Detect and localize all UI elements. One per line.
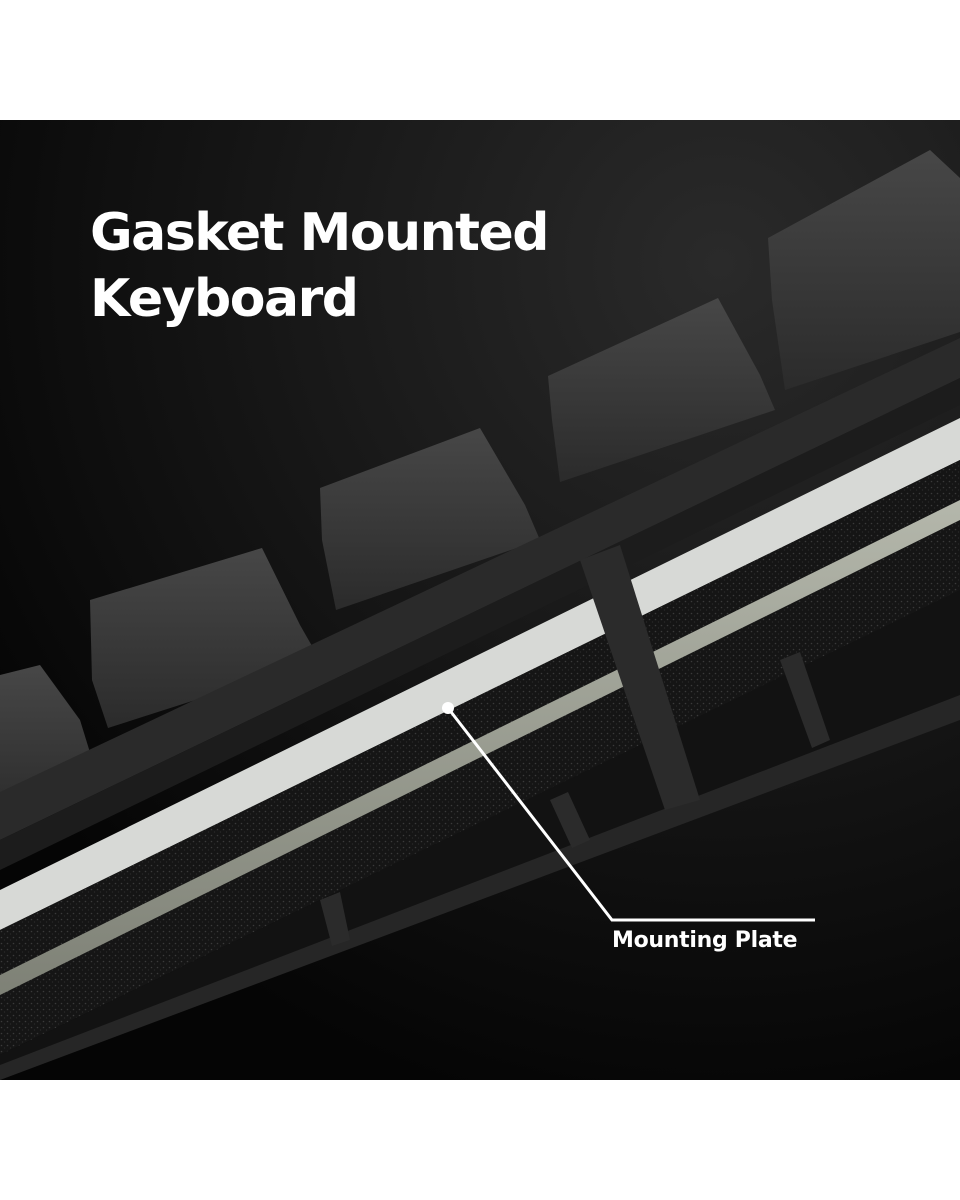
- keycap: [90, 548, 320, 728]
- bottom-case: [0, 590, 960, 1080]
- headline: Gasket Mounted Keyboard: [90, 200, 550, 332]
- support-post: [580, 545, 700, 810]
- top-frame-edge: [0, 378, 960, 870]
- product-image-panel: Gasket Mounted Keyboard Mounting Plate: [0, 120, 960, 1080]
- callout-label: Mounting Plate: [612, 928, 798, 953]
- keycap: [548, 298, 775, 482]
- support-posts: [320, 545, 830, 946]
- keyboard-cross-section-render: [0, 120, 960, 1080]
- callout-line: [446, 707, 815, 922]
- pcb-layer: [0, 418, 960, 930]
- support-post: [780, 652, 830, 748]
- support-post: [550, 792, 590, 848]
- keycap: [768, 150, 960, 390]
- top-frame: [0, 338, 960, 840]
- headline-line-2: Keyboard: [90, 269, 359, 329]
- support-post: [320, 892, 350, 946]
- keycaps: [0, 150, 960, 820]
- keycap: [320, 428, 540, 610]
- bottom-case-rail: [0, 695, 960, 1080]
- headline-line-1: Gasket Mounted: [90, 203, 550, 263]
- callout-dot-icon: [442, 702, 454, 714]
